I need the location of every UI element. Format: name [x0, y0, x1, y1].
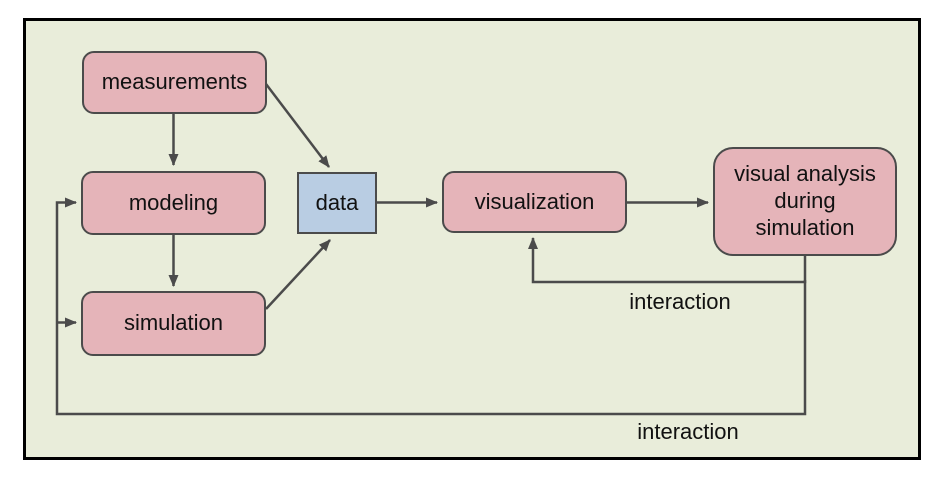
- edge-label-interaction-upper: interaction: [629, 289, 731, 314]
- node-visual-analysis-during-simulation: visual analysis during simulation: [713, 147, 897, 256]
- node-measurements: measurements: [82, 51, 267, 114]
- edge-label-interaction-lower: interaction: [637, 419, 739, 444]
- node-simulation: simulation: [81, 291, 266, 356]
- node-modeling: modeling: [81, 171, 266, 235]
- node-visualization: visualization: [442, 171, 627, 233]
- node-data: data: [297, 172, 377, 234]
